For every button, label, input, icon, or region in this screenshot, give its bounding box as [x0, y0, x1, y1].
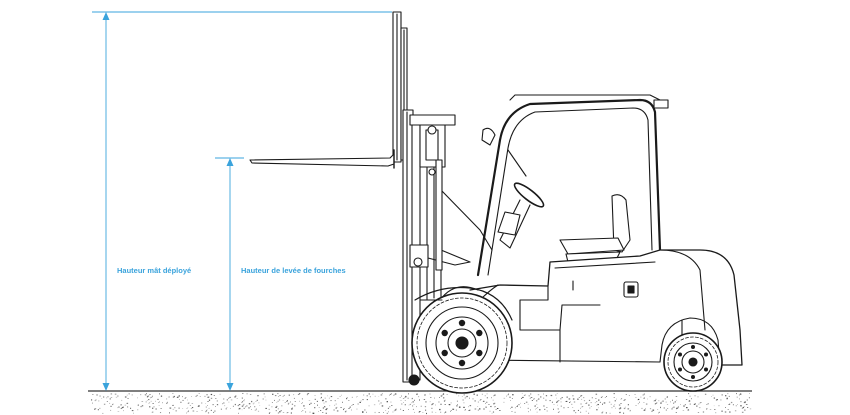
- mast-inner: [392, 11, 408, 163]
- wheel-bolts: [441, 319, 483, 367]
- mast-height-label: Hauteur mât déployé: [117, 266, 191, 275]
- wheel-bolts: [678, 345, 708, 379]
- overhead-guard: [476, 94, 669, 277]
- fork-height-label: Hauteur de levée de fourches: [241, 266, 346, 275]
- forklift: [249, 11, 743, 394]
- seat: [559, 194, 631, 263]
- rear-wheel: [663, 332, 723, 392]
- arrow-up-icon: [102, 12, 110, 20]
- steering-wheel: [497, 182, 545, 249]
- arrow-up-icon: [226, 158, 234, 166]
- arrow-down-icon: [102, 383, 110, 391]
- fork-height-dimension: Hauteur de levée de fourches: [215, 157, 346, 391]
- front-wheel: [408, 286, 513, 394]
- arrow-down-icon: [226, 383, 234, 391]
- ground-texture: [91, 393, 752, 415]
- fork: [249, 149, 395, 169]
- tilt-cylinder: [419, 159, 493, 301]
- carriage: [409, 114, 471, 268]
- ground: [88, 390, 752, 415]
- mast-height-dimension: Hauteur mât déployé: [92, 11, 392, 391]
